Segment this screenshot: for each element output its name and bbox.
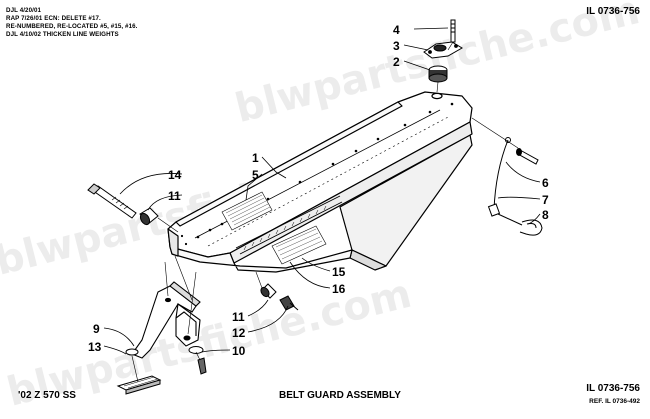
part-label-13: 13 xyxy=(88,340,102,354)
part-label-10: 10 xyxy=(232,344,246,358)
part-label-7: 7 xyxy=(542,193,549,207)
pin-6 xyxy=(516,148,539,165)
pad-13 xyxy=(116,375,162,395)
revision-note: RAP 7/26/01 ECN: DELETE #17. xyxy=(6,15,101,22)
reference-id: REF. IL 0736-492 xyxy=(589,398,640,405)
pin-centerline xyxy=(471,117,519,149)
revision-note: DJL 4/20/01 xyxy=(6,7,42,14)
part-label-1: 1 xyxy=(252,151,259,165)
revision-note: DJL 4/10/02 THICKEN LINE WEIGHTS xyxy=(6,31,119,38)
revision-note: RE-NUMBERED, RE-LOCATED #5, #15, #16. xyxy=(6,23,138,30)
part-label-16: 16 xyxy=(332,282,346,296)
part-label-12: 12 xyxy=(232,326,246,340)
part-label-11-upper: 11 xyxy=(168,189,181,203)
grommet-2 xyxy=(428,65,448,83)
part-label-3: 3 xyxy=(393,39,400,53)
bracket-centerlines xyxy=(131,255,201,383)
fastener-10 xyxy=(188,346,207,375)
part-label-9: 9 xyxy=(93,322,100,336)
decal-15 xyxy=(271,225,327,265)
mount-centerlines xyxy=(436,41,454,93)
screw-12 xyxy=(279,295,299,311)
drawing-id-bottom: IL 0736-756 xyxy=(586,383,640,394)
part-label-8: 8 xyxy=(542,208,549,222)
diagram-title: BELT GUARD ASSEMBLY xyxy=(279,390,401,401)
bolt-14 xyxy=(87,183,137,219)
part-label-6: 6 xyxy=(542,176,549,190)
model-label: '02 Z 570 SS xyxy=(18,390,76,401)
part-label-5: 5 xyxy=(252,168,259,182)
part-labels: 1 2 3 4 5 6 7 8 9 10 11 11 12 13 14 15 1… xyxy=(88,23,549,358)
washer-13 xyxy=(125,348,139,356)
leader-lines xyxy=(103,27,541,355)
part-label-2: 2 xyxy=(393,55,400,69)
part-label-15: 15 xyxy=(332,265,346,279)
bushing-11-lower xyxy=(260,283,277,299)
decal-5 xyxy=(221,191,273,231)
part-label-11-lower: 11 xyxy=(232,310,245,324)
drawing-id-top: IL 0736-756 xyxy=(586,6,640,17)
bolt-centerline xyxy=(157,217,179,233)
mount-stud-4 xyxy=(450,19,456,43)
lower-centerline xyxy=(255,271,263,289)
mount-plate-3 xyxy=(423,41,463,59)
guard-channel-hatching xyxy=(235,195,343,255)
part-label-14: 14 xyxy=(168,168,182,182)
retaining-cable-7 xyxy=(487,137,523,226)
bushing-11-upper xyxy=(139,207,159,226)
part-label-4: 4 xyxy=(393,23,400,37)
